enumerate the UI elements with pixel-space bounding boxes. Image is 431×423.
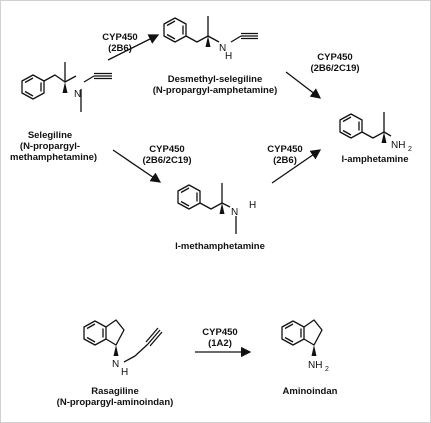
l-methamphetamine-name: l-methamphetamine xyxy=(175,241,265,252)
selegiline-nitrogen: N xyxy=(74,89,81,100)
desmethyl-nitrogen: N xyxy=(219,43,226,54)
l-amphetamine-label: l-amphetamine xyxy=(330,154,420,165)
l-methamphetamine-label: l-methamphetamine xyxy=(165,241,275,252)
enzyme-1-line-1: CYP450 xyxy=(102,32,138,43)
enzyme-5-line-2: (1A2) xyxy=(208,338,232,349)
selegiline-name: Selegiline xyxy=(27,130,73,141)
enzyme-label-4: CYP450 (2B6) xyxy=(255,144,315,166)
rasagiline-structure: N H xyxy=(83,319,163,378)
l-amphetamine-name: l-amphetamine xyxy=(341,154,409,165)
selegiline-label: Selegiline (N-propargyl- methamphetamine… xyxy=(10,130,98,163)
desmethyl-selegiline-structure: N H xyxy=(163,16,258,62)
enzyme-4-line-1: CYP450 xyxy=(267,144,303,155)
desmethyl-name: Desmethyl-selegiline xyxy=(167,74,263,85)
l-amphetamine-structure: NH 2 xyxy=(339,112,412,153)
enzyme-2-line-2: (2B6/2C19) xyxy=(310,63,360,74)
aminoindan-name: Aminoindan xyxy=(282,386,338,397)
arrow-selegiline-to-methamphetamine xyxy=(112,149,162,183)
selegiline-structure: N xyxy=(21,62,112,112)
aminoindan-nh-subscript: 2 xyxy=(325,366,329,373)
arrow-desmethyl-to-amphetamine xyxy=(285,71,322,99)
amphetamine-nh-subscript: 2 xyxy=(408,146,412,153)
rasagiline-hydrogen: H xyxy=(121,367,128,378)
desmethyl-hydrogen: H xyxy=(225,51,232,62)
enzyme-1-line-2: (2B6) xyxy=(108,43,132,54)
enzyme-label-2: CYP450 (2B6/2C19) xyxy=(300,52,370,74)
enzyme-3-line-1: CYP450 xyxy=(149,144,185,155)
desmethyl-label: Desmethyl-selegiline (N-propargyl-amphet… xyxy=(140,74,290,96)
rasagiline-name: Rasagiline xyxy=(91,386,139,397)
aminoindan-nh: NH xyxy=(308,360,322,371)
methamphetamine-hydrogen: H xyxy=(249,200,256,211)
rasagiline-label: Rasagiline (N-propargyl-aminoindan) xyxy=(40,386,190,408)
rasagiline-nitrogen: N xyxy=(112,359,119,370)
enzyme-4-line-2: (2B6) xyxy=(273,155,297,166)
amphetamine-nh: NH xyxy=(391,140,405,151)
enzyme-5-line-1: CYP450 xyxy=(202,327,238,338)
methamphetamine-nitrogen: N xyxy=(231,207,238,218)
arrow-selegiline-to-desmethyl xyxy=(107,34,160,61)
enzyme-label-3: CYP450 (2B6/2C19) xyxy=(132,144,202,166)
enzyme-2-line-1: CYP450 xyxy=(317,52,353,63)
selegiline-alt-name-1: (N-propargyl- xyxy=(19,141,81,152)
selegiline-alt-name-2: methamphetamine) xyxy=(10,152,98,163)
enzyme-label-1: CYP450 (2B6) xyxy=(90,32,150,54)
desmethyl-alt-name: (N-propargyl-amphetamine) xyxy=(152,85,278,96)
rasagiline-alt-name: (N-propargyl-aminoindan) xyxy=(56,397,174,408)
enzyme-3-line-2: (2B6/2C19) xyxy=(142,155,192,166)
arrow-methamphetamine-to-amphetamine xyxy=(271,149,322,184)
aminoindan-structure: NH 2 xyxy=(281,319,329,373)
enzyme-label-5: CYP450 (1A2) xyxy=(190,327,250,349)
aminoindan-label: Aminoindan xyxy=(270,386,350,397)
l-methamphetamine-structure: N H xyxy=(177,183,256,234)
